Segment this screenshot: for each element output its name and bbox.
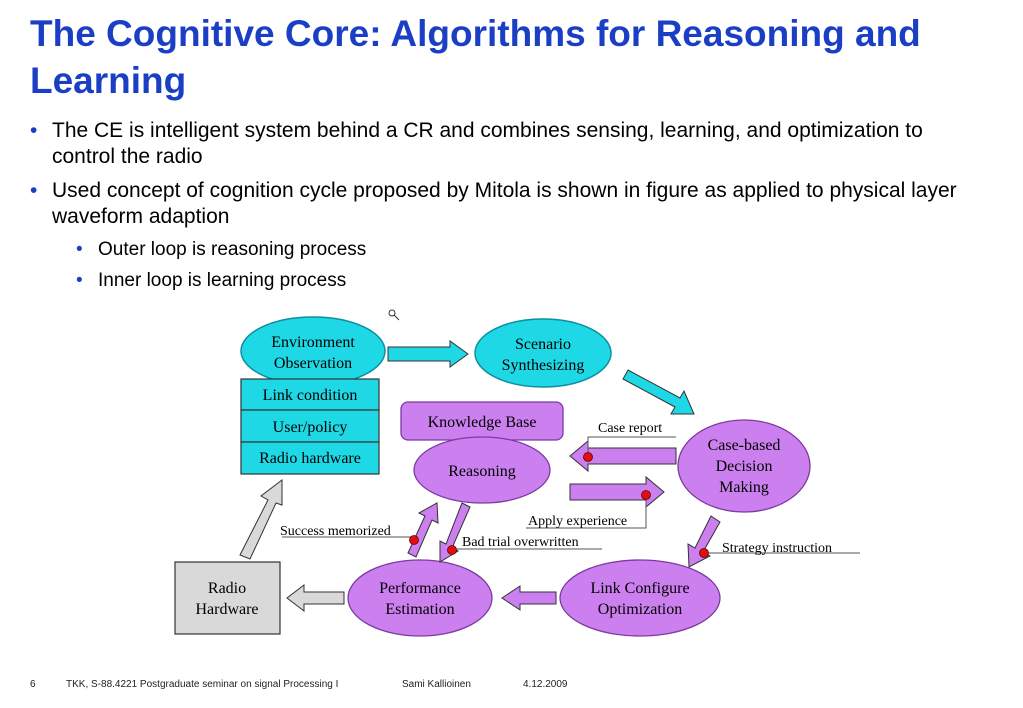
- performance-estimation-node: Performance Estimation: [347, 559, 493, 637]
- strategy-instruction-label: Strategy instruction: [722, 541, 832, 556]
- case-based-decision-node: Case-based Decision Making: [677, 419, 811, 513]
- sub-bullet-item: • Inner loop is learning process: [76, 269, 990, 293]
- arrow-linkconfig-to-performance: [501, 585, 557, 611]
- node-label: Environment: [271, 334, 355, 351]
- radio-hardware-node: Radio Hardware: [174, 561, 281, 635]
- node-label: Optimization: [598, 601, 682, 618]
- apply-experience-label: Apply experience: [528, 514, 627, 529]
- sub-bullet-text: Inner loop is learning process: [98, 270, 347, 291]
- label-leaders: [282, 436, 860, 554]
- node-label: Knowledge Base: [428, 414, 537, 431]
- marker-dot-icon: [447, 545, 457, 555]
- link-condition-label: Link condition: [263, 387, 358, 404]
- reasoning-node: Reasoning: [413, 436, 551, 504]
- marker-dot-icon: [583, 452, 593, 462]
- node-label: Hardware: [195, 601, 258, 618]
- observation-inputs-stack: Link condition User/policy Radio hardwar…: [240, 378, 380, 475]
- node-label: Decision: [716, 458, 773, 475]
- node-label: Estimation: [385, 601, 454, 618]
- node-label: Case-based: [708, 437, 781, 454]
- node-label: Reasoning: [448, 463, 516, 480]
- arrow-env-to-scenario: [387, 340, 469, 368]
- bad-trial-label: Bad trial overwritten: [462, 535, 579, 550]
- environment-observation-node: Environment Observation: [240, 316, 386, 386]
- radio-hardware-label: Radio hardware: [259, 450, 361, 467]
- bullet-dot-icon: •: [76, 270, 83, 291]
- bullet-text: Used concept of cognition cycle proposed…: [52, 179, 957, 228]
- marker-dot-icon: [641, 490, 651, 500]
- bullet-list: • The CE is intelligent system behind a …: [30, 118, 990, 300]
- marker-dot-icon: [699, 548, 709, 558]
- sub-bullet-text: Outer loop is reasoning process: [98, 239, 367, 260]
- bullet-text: The CE is intelligent system behind a CR…: [52, 119, 923, 168]
- scenario-synthesizing-node: Scenario Synthesizing: [474, 318, 612, 388]
- user-policy-label: User/policy: [273, 419, 348, 436]
- node-label: Synthesizing: [502, 357, 585, 374]
- magnifier-icon: [388, 309, 400, 321]
- node-label: Making: [719, 479, 769, 496]
- node-label: Observation: [274, 355, 352, 372]
- arrow-performance-to-radiohw: [286, 583, 345, 613]
- arrow-scenario-to-case: [622, 369, 695, 415]
- footer-author: Sami Kallioinen: [402, 679, 471, 690]
- bullet-dot-icon: •: [30, 119, 38, 142]
- success-memorized-label: Success memorized: [280, 524, 391, 539]
- footer-date: 4.12.2009: [523, 679, 568, 690]
- node-label: Radio: [208, 580, 246, 597]
- marker-dot-icon: [409, 535, 419, 545]
- node-label: Link Configure: [590, 580, 689, 597]
- arrow-case-to-linkconfig: [687, 515, 721, 568]
- footer-page-number: 6: [30, 679, 36, 690]
- node-label: Performance: [379, 580, 461, 597]
- footer-course: TKK, S-88.4221 Postgraduate seminar on s…: [66, 679, 339, 690]
- bullet-item: • The CE is intelligent system behind a …: [30, 118, 990, 170]
- arrow-apply-experience: [569, 475, 665, 509]
- marker-dots: [409, 452, 709, 558]
- arrow-success-memorized: [407, 502, 439, 558]
- knowledge-base-node: Knowledge Base: [400, 401, 564, 441]
- bullet-dot-icon: •: [30, 179, 38, 202]
- bullet-item: • Used concept of cognition cycle propos…: [30, 178, 990, 230]
- case-report-label: Case report: [598, 421, 662, 436]
- slide-title: The Cognitive Core: Algorithms for Reaso…: [30, 13, 921, 101]
- link-configure-optimization-node: Link Configure Optimization: [559, 559, 721, 637]
- bullet-dot-icon: •: [76, 239, 83, 260]
- arrow-radiohw-to-environment: [239, 478, 283, 560]
- sub-bullet-item: • Outer loop is reasoning process: [76, 238, 990, 262]
- node-label: Scenario: [515, 336, 571, 353]
